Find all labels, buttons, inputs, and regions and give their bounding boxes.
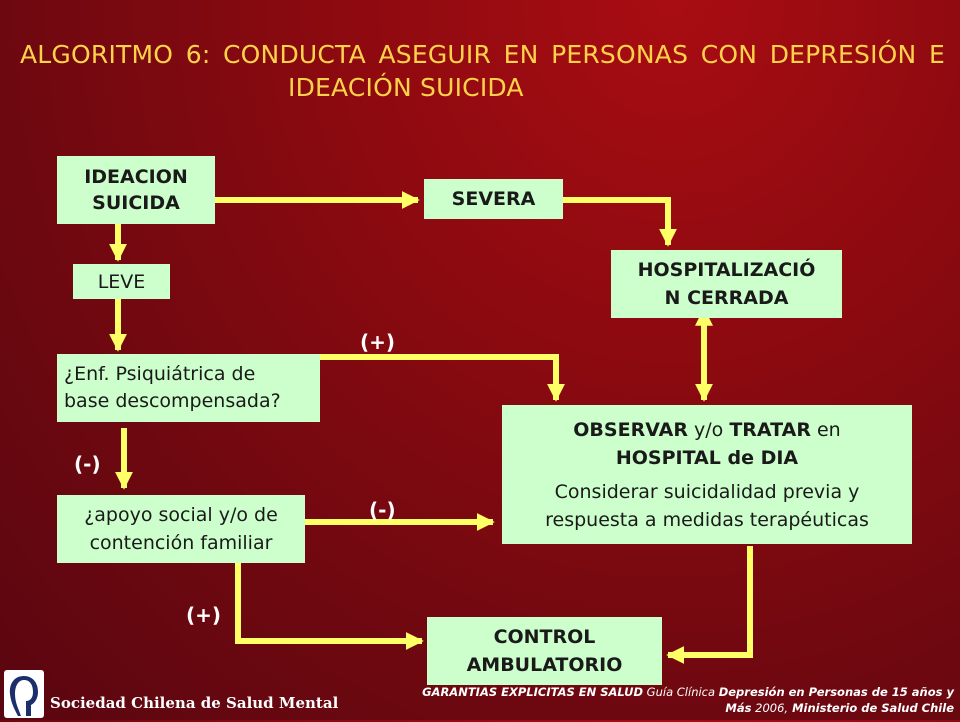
node-observar-line3: Considerar suicidalidad previa y [554,480,860,503]
footer-ref-d: Más [725,701,752,715]
node-observar-line2: HOSPITAL de DIA [615,446,799,469]
society-logo [4,670,44,718]
footer-ref-c: Depresión en Personas de 15 años y [718,685,954,699]
footer-reference: GARANTIAS EXPLICITAS EN SALUD Guía Clíni… [394,684,954,716]
title-line-2: IDEACIÓN SUICIDA [288,73,524,102]
footer-ref-f: Ministerio de Salud Chile [788,701,954,715]
label-plus-bottom: (+) [186,603,222,627]
node-hospitalizacion-cerrada: HOSPITALIZACIÓ N CERRADA [611,250,842,318]
node-enf-line1: ¿Enf. Psiquiátrica de [64,363,256,385]
node-enf-line2: base descompensada? [64,390,281,412]
arrow-severa-to-hospitalizacion [563,197,677,247]
node-apoyo-line1: ¿apoyo social y/o de [84,504,278,526]
footer-ref-e: 2006, [751,701,789,715]
node-ideacion-line2: SUICIDA [92,192,180,214]
label-minus-left: (-) [74,452,101,476]
node-control-line2: AMBULATORIO [466,654,623,676]
node-observar-w4: en [810,418,841,441]
node-control-line1: CONTROL [493,626,596,648]
node-observar-w2: y/o [687,418,730,441]
arrow-observar-to-control [666,546,753,664]
node-severa-label: SEVERA [451,188,536,210]
node-ideacion-suicida: IDEACION SUICIDA [57,156,215,224]
footer-society-name: Sociedad Chilena de Salud Mental [50,694,339,712]
node-hosp-line2: N CERRADA [664,287,789,309]
society-logo-icon [9,676,38,716]
node-leve: LEVE [73,264,170,299]
arrow-enf-to-observar [320,354,565,402]
node-apoyo-line2: contención familiar [89,532,273,554]
node-control-ambulatorio: CONTROL AMBULATORIO [427,617,662,685]
footer-ref-b: Guía Clínica [643,685,719,699]
node-severa: SEVERA [424,179,563,219]
node-observar-w3: TRATAR [729,418,811,441]
node-ideacion-line1: IDEACION [84,166,188,188]
node-observar-line4: respuesta a medidas terapéuticas [545,508,869,531]
label-plus-top: (+) [360,330,396,354]
arrow-apoyo-to-control [235,563,424,650]
node-observar-w1: OBSERVAR [573,418,688,441]
node-observar-line1: OBSERVAR y/o TRATAR en [573,416,840,444]
label-minus-mid: (-) [369,498,396,522]
node-leve-label: LEVE [97,270,146,293]
footer-ref-a: GARANTIAS EXPLICITAS EN SALUD [422,685,644,699]
node-hosp-line1: HOSPITALIZACIÓ [637,259,816,281]
node-observar-tratar: OBSERVAR y/o TRATAR en HOSPITAL de DIA C… [502,405,912,544]
title-line-1: ALGORITMO 6: CONDUCTA ASEGUIR EN PERSONA… [20,40,945,69]
node-enf-psiquiatrica: ¿Enf. Psiquiátrica de base descompensada… [57,354,320,422]
node-apoyo-social: ¿apoyo social y/o de contención familiar [57,495,305,563]
page-title: ALGORITMO 6: CONDUCTA ASEGUIR EN PERSONA… [20,38,945,104]
